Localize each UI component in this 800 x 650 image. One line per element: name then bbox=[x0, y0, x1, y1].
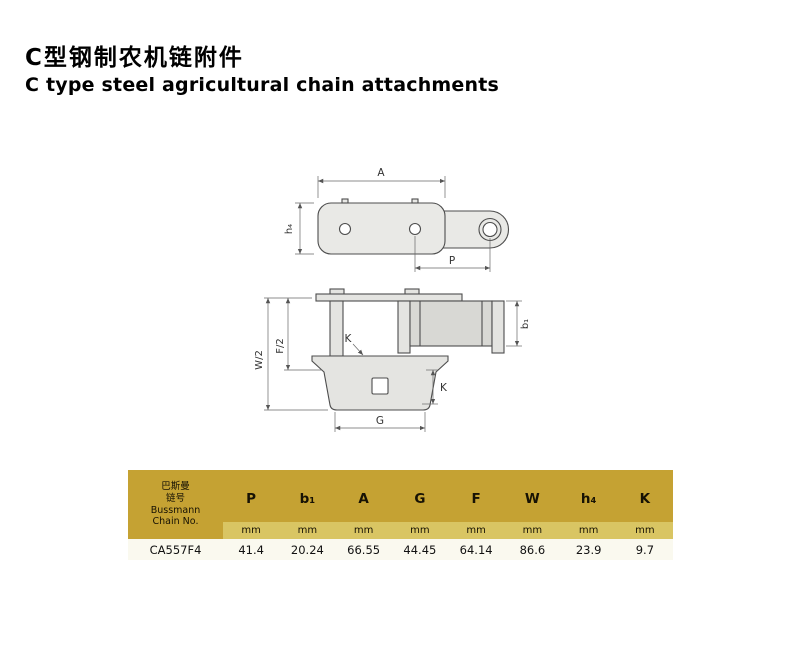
unit-cell: mm bbox=[560, 522, 617, 539]
roller bbox=[409, 300, 493, 347]
front-view bbox=[311, 288, 505, 411]
pin-hole-right bbox=[408, 222, 422, 236]
dim-label-K-upper: K bbox=[345, 333, 353, 345]
dim-label-P: P bbox=[449, 255, 455, 267]
column-header-b1: b₁ bbox=[279, 470, 336, 522]
top-bent-plate bbox=[315, 293, 463, 302]
dim-label-W-half: W/2 bbox=[254, 350, 265, 370]
technical-drawing: A h₄ P bbox=[254, 167, 531, 432]
column-header-h4: h₄ bbox=[560, 470, 617, 522]
unit-cell: mm bbox=[279, 522, 336, 539]
column-header-G: G bbox=[391, 470, 448, 522]
column-header-F: F bbox=[448, 470, 505, 522]
chain-no-value: CA557F4 bbox=[128, 539, 223, 560]
spec-table: 巴斯曼 链号 Bussmann Chain No. P b₁ A G F W h… bbox=[128, 470, 673, 560]
value-G: 44.45 bbox=[391, 539, 448, 560]
dim-label-b1: b₁ bbox=[520, 319, 531, 329]
link-plate bbox=[317, 202, 446, 255]
page-title-zh: C型钢制农机链附件 bbox=[25, 45, 244, 71]
unit-cell: mm bbox=[504, 522, 561, 539]
value-K: 9.7 bbox=[616, 539, 673, 560]
inner-link-plate bbox=[397, 300, 411, 354]
value-P: 41.4 bbox=[223, 539, 280, 560]
unit-cell: mm bbox=[335, 522, 392, 539]
top-view bbox=[317, 198, 509, 255]
unit-cell: mm bbox=[223, 522, 280, 539]
dim-label-A: A bbox=[377, 167, 385, 179]
top-view-dimension-lines bbox=[295, 176, 491, 272]
dim-label-G: G bbox=[376, 415, 384, 427]
page-title-en: C type steel agricultural chain attachme… bbox=[25, 74, 500, 96]
column-header-P: P bbox=[223, 470, 280, 522]
column-header-W: W bbox=[504, 470, 561, 522]
column-header-K: K bbox=[616, 470, 673, 522]
dim-label-F-half: F/2 bbox=[275, 338, 286, 353]
left-side-plate bbox=[329, 300, 344, 357]
value-W: 86.6 bbox=[504, 539, 561, 560]
strap-hole bbox=[482, 221, 498, 238]
chain-no-column-header: 巴斯曼 链号 Bussmann Chain No. bbox=[128, 470, 223, 539]
value-h4: 23.9 bbox=[560, 539, 617, 560]
unit-cell: mm bbox=[616, 522, 673, 539]
pin-end-right bbox=[411, 198, 419, 204]
column-header-A: A bbox=[335, 470, 392, 522]
dim-label-h4: h₄ bbox=[284, 224, 295, 234]
dim-label-K-lower: K bbox=[440, 382, 448, 394]
right-side-plate bbox=[491, 300, 505, 354]
pin-end-left bbox=[341, 198, 349, 204]
value-b1: 20.24 bbox=[279, 539, 336, 560]
pin-hole-left bbox=[338, 222, 352, 236]
unit-cell: mm bbox=[391, 522, 448, 539]
square-mounting-hole bbox=[371, 377, 389, 395]
value-A: 66.55 bbox=[335, 539, 392, 560]
unit-cell: mm bbox=[448, 522, 505, 539]
front-view-dimension-lines bbox=[264, 297, 522, 432]
value-F: 64.14 bbox=[448, 539, 505, 560]
